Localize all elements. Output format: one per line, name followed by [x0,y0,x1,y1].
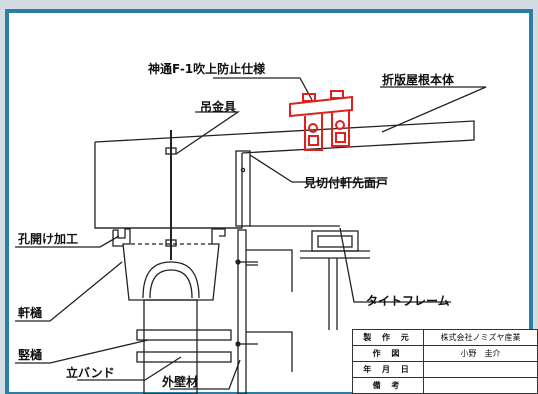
downspout-pipe [143,299,198,394]
leader-hanger [175,111,241,155]
leader-tight-frame [339,227,451,303]
roof-panel-top [94,120,475,154]
strainer-dome-inner [149,269,193,299]
title-block-value [423,377,538,394]
label-downspout: 竪樋 [18,348,43,362]
fitting-right-leg [331,110,350,147]
leader-stand-band [77,356,182,381]
title-block-value [423,361,538,378]
label-roof-body: 折版屋根本体 [382,73,455,87]
title-block-row: 製 作 元 株式会社ノミズヤ産業 [352,329,538,346]
eaves-cover-screw [240,167,246,173]
wall-fastener-lower [235,341,241,347]
title-block-head: 作 図 [352,345,424,362]
fitting-nut-left [308,135,319,146]
label-hanger: 吊金具 [200,100,237,114]
label-stand-band: 立バンド [66,366,115,380]
fitting-nut-right [335,132,346,143]
leader-roof-body [380,86,487,133]
eaves-gutter-outline [113,228,226,301]
fitting-plate [289,95,353,118]
title-block-row: 備 考 [352,377,538,394]
wall-fastener-upper [235,259,241,265]
title-block-row: 作 図 小野 圭介 [352,345,538,362]
title-block-head: 年 月 日 [352,361,424,378]
label-spray-spec: 神通F-1吹上防止仕様 [148,62,266,76]
leader-exterior-wall [170,359,241,390]
title-block-head: 製 作 元 [352,329,424,346]
hanger-nut-top [165,147,177,155]
title-block: 製 作 元 株式会社ノミズヤ産業 作 図 小野 圭介 年 月 日 備 考 [352,329,538,394]
spray-spec-fitting [289,90,353,151]
fitting-bolt-right [335,120,345,130]
label-eaves-gutter: 軒樋 [18,306,43,320]
eaves-cover-piece [235,150,251,227]
fitting-top-block-left [302,93,316,102]
leader-eaves-gutter [15,261,123,322]
fitting-bolt-left [308,123,318,133]
label-drilling: 孔開け加工 [18,232,79,246]
stand-band-lower [136,351,232,363]
leader-eaves-cover [249,154,378,183]
label-exterior-wall: 外壁材 [162,375,199,389]
leader-spray-spec [213,77,313,101]
fitting-left-leg [304,114,323,151]
fitting-top-block-right [330,90,344,99]
tight-frame-cap-inner [317,235,353,248]
title-block-value: 小野 圭介 [423,345,538,362]
title-block-row: 年 月 日 [352,361,538,378]
tight-frame-web [328,258,338,330]
leader-drilling [15,235,120,248]
tight-frame-flange [300,250,370,259]
title-block-head: 備 考 [352,377,424,394]
hanger-nut-bottom [165,239,177,247]
strainer-dome [142,261,200,299]
label-tight-frame: タイトフレーム [366,294,450,308]
label-eaves-cover: 見切付軒先面戸 [304,176,389,190]
exterior-wall-panel [237,229,247,394]
gutter-lip-left [112,230,123,247]
stand-band-upper [136,329,232,341]
leader-downspout [15,339,149,364]
title-block-value: 株式会社ノミズヤ産業 [423,329,538,346]
